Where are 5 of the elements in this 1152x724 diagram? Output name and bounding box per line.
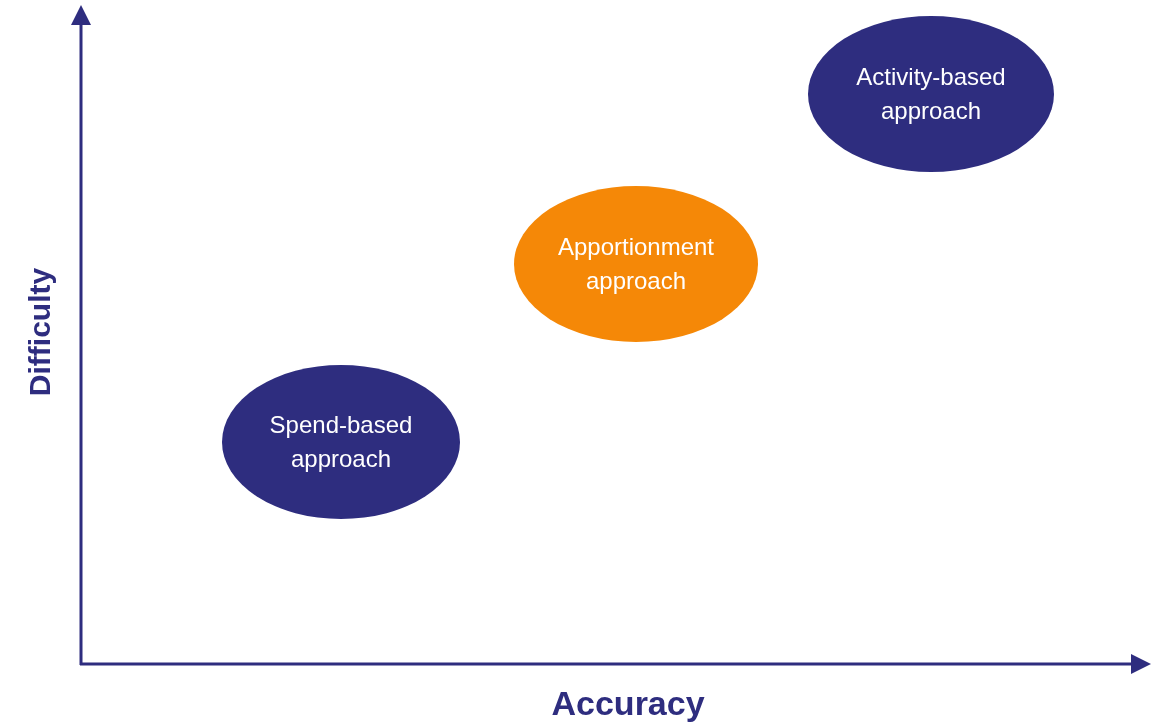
y-axis-label: Difficulty xyxy=(23,267,58,397)
x-axis-label: Accuracy xyxy=(551,683,705,723)
node-label: Activity-based approach xyxy=(855,62,1007,126)
node-label: Spend-based approach xyxy=(268,410,414,474)
node-label: Apportionment approach xyxy=(556,232,716,296)
